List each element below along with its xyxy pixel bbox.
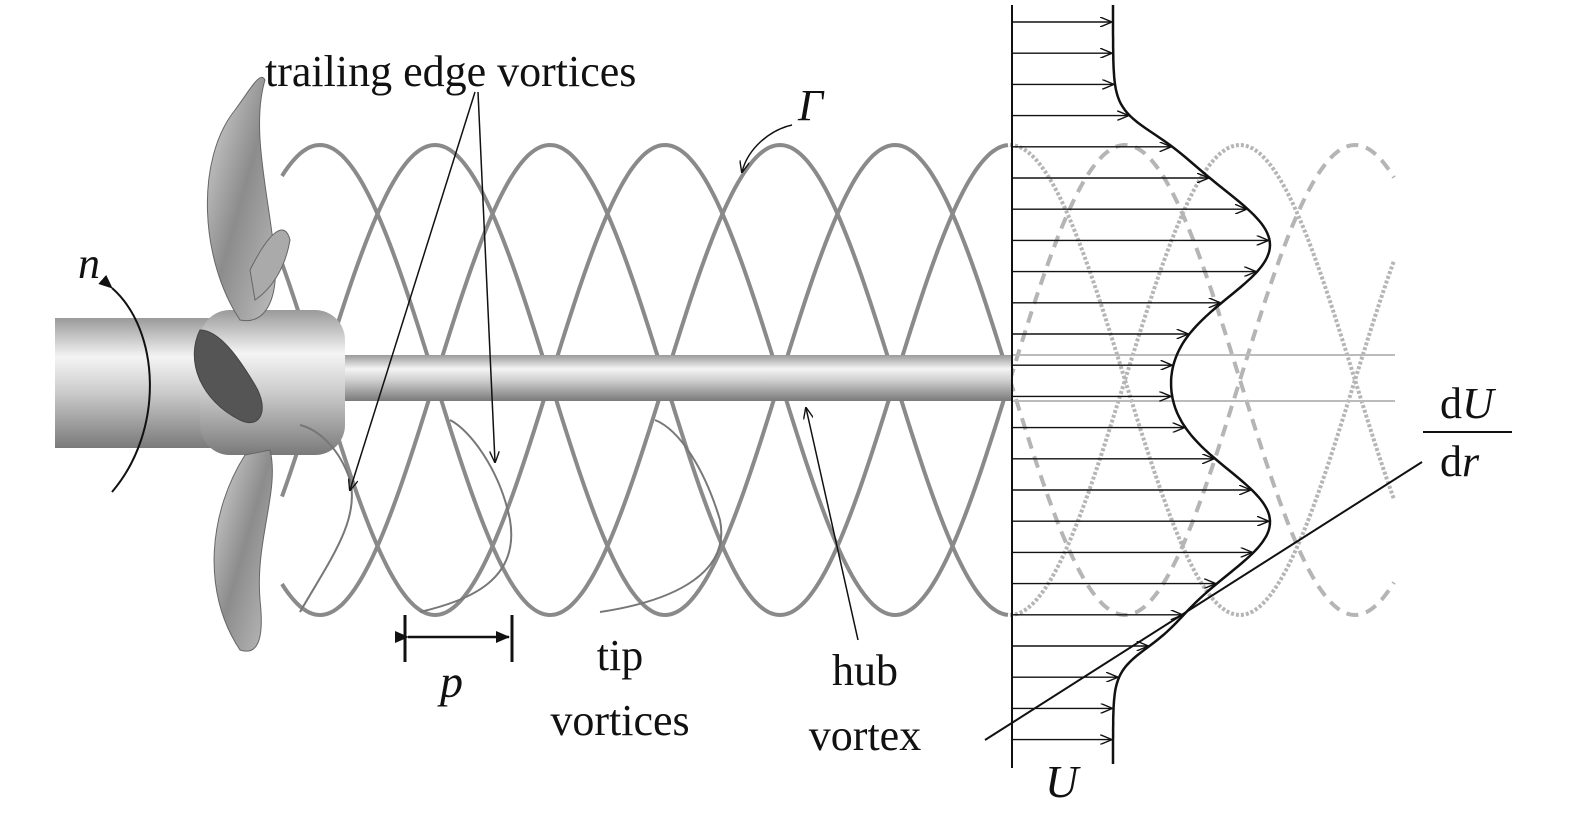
p-label: p xyxy=(437,656,463,707)
tip-vortex-helices xyxy=(280,142,1010,618)
trailing-edge-arrow-1 xyxy=(350,91,476,490)
tip-vortex-helix xyxy=(280,142,1010,618)
hub-label: hub xyxy=(832,646,898,695)
trailing-edge-vortices-label: trailing edge vortices xyxy=(265,47,636,96)
tip-vortex-helix xyxy=(280,142,1009,618)
velocity-arrows xyxy=(1012,22,1268,740)
far-wake-helix xyxy=(1008,142,1396,618)
hub-vortex-label: vortex xyxy=(809,711,921,760)
r-symbol: r xyxy=(1462,437,1480,486)
U-symbol: U xyxy=(1462,379,1497,428)
hub-vortex-arrow xyxy=(806,408,859,641)
dr-label: dr xyxy=(1440,437,1480,486)
propeller-shaft xyxy=(55,318,215,448)
far-wake-helix xyxy=(1009,143,1396,618)
far-wake-helices xyxy=(1008,142,1396,618)
tip-vortex-helix xyxy=(280,142,1009,618)
pitch-bracket xyxy=(395,615,514,662)
d-symbol: d xyxy=(1440,437,1462,486)
propeller-blades xyxy=(193,77,291,652)
tip-vortices-label: vortices xyxy=(550,696,689,745)
propeller-hub xyxy=(200,310,345,455)
n-label: n xyxy=(78,239,100,288)
U-label: U xyxy=(1045,756,1081,807)
hub-vortex-rod xyxy=(340,355,1012,401)
trailing-edge-arrow-2 xyxy=(477,91,495,462)
gamma-arrow xyxy=(742,124,793,172)
d-symbol: d xyxy=(1440,379,1462,428)
dU-label: dU xyxy=(1440,379,1497,428)
gamma-label: Γ xyxy=(797,81,825,130)
velocity-gradient-line xyxy=(984,461,1423,741)
velocity-profile-curve xyxy=(1111,5,1272,764)
far-wake-helix xyxy=(1008,142,1396,618)
tip-vortex-helix xyxy=(280,142,1010,618)
far-wake-helix xyxy=(1009,142,1396,617)
tip-label: tip xyxy=(597,631,643,680)
rotation-arrow xyxy=(98,274,151,493)
